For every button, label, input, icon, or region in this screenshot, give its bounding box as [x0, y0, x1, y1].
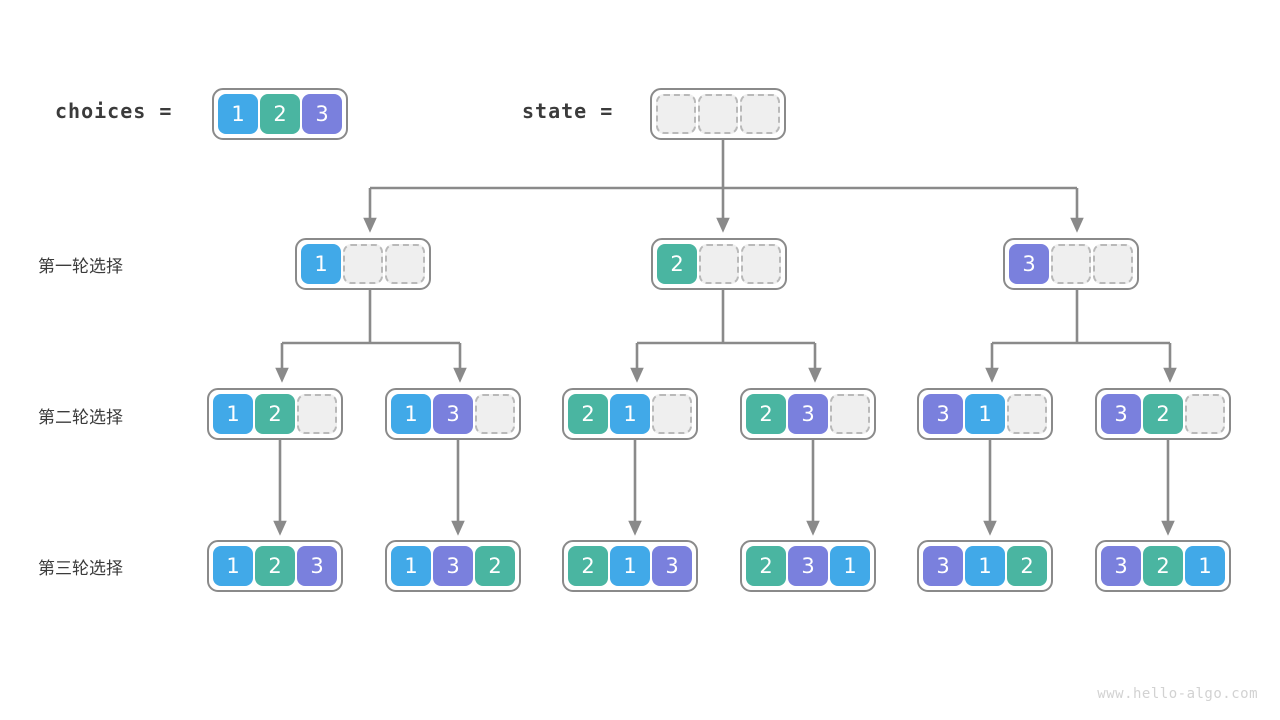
- node-round1-1: 2: [651, 238, 787, 290]
- state-array: [650, 88, 786, 140]
- node-round2-1-cell-0: 1: [391, 394, 431, 434]
- node-round2-4-cell-2: [1007, 394, 1047, 434]
- node-round3-2: 2 1 3: [562, 540, 698, 592]
- state-cell-0: [656, 94, 696, 134]
- node-round1-2: 3: [1003, 238, 1139, 290]
- watermark: www.hello-algo.com: [1097, 686, 1258, 702]
- node-round3-0-cell-0: 1: [213, 546, 253, 586]
- node-round3-5-cell-0: 3: [1101, 546, 1141, 586]
- node-round1-1-cell-2: [741, 244, 781, 284]
- row-label-round-2: 第二轮选择: [38, 408, 123, 428]
- row-label-round-1: 第一轮选择: [38, 257, 123, 277]
- node-round3-3-cell-1: 3: [788, 546, 828, 586]
- state-cell-2: [740, 94, 780, 134]
- node-round2-2-cell-1: 1: [610, 394, 650, 434]
- node-round3-5: 3 2 1: [1095, 540, 1231, 592]
- node-round1-0: 1: [295, 238, 431, 290]
- node-round2-4-cell-1: 1: [965, 394, 1005, 434]
- node-round2-2: 2 1: [562, 388, 698, 440]
- node-round3-5-cell-2: 1: [1185, 546, 1225, 586]
- node-round2-4-cell-0: 3: [923, 394, 963, 434]
- node-round3-2-cell-2: 3: [652, 546, 692, 586]
- state-label: state =: [522, 99, 614, 123]
- node-round2-1: 1 3: [385, 388, 521, 440]
- node-round2-5-cell-1: 2: [1143, 394, 1183, 434]
- node-round3-1-cell-2: 2: [475, 546, 515, 586]
- node-round3-5-cell-1: 2: [1143, 546, 1183, 586]
- node-round1-1-cell-0: 2: [657, 244, 697, 284]
- node-round2-0-cell-2: [297, 394, 337, 434]
- node-round3-4-cell-1: 1: [965, 546, 1005, 586]
- node-round1-2-cell-0: 3: [1009, 244, 1049, 284]
- node-round2-2-cell-2: [652, 394, 692, 434]
- node-round1-0-cell-0: 1: [301, 244, 341, 284]
- node-round3-2-cell-0: 2: [568, 546, 608, 586]
- node-round2-0: 1 2: [207, 388, 343, 440]
- node-round1-0-cell-2: [385, 244, 425, 284]
- node-round2-1-cell-2: [475, 394, 515, 434]
- node-round3-4: 3 1 2: [917, 540, 1053, 592]
- node-round1-2-cell-1: [1051, 244, 1091, 284]
- node-round2-0-cell-1: 2: [255, 394, 295, 434]
- node-round2-1-cell-1: 3: [433, 394, 473, 434]
- choices-label: choices =: [55, 99, 173, 123]
- node-round2-5-cell-0: 3: [1101, 394, 1141, 434]
- node-round3-0-cell-1: 2: [255, 546, 295, 586]
- state-cell-1: [698, 94, 738, 134]
- node-round2-4: 3 1: [917, 388, 1053, 440]
- node-round1-0-cell-1: [343, 244, 383, 284]
- node-round3-1-cell-1: 3: [433, 546, 473, 586]
- node-round1-2-cell-2: [1093, 244, 1133, 284]
- node-round2-5: 3 2: [1095, 388, 1231, 440]
- node-round2-2-cell-0: 2: [568, 394, 608, 434]
- node-round1-1-cell-1: [699, 244, 739, 284]
- node-round3-0: 1 2 3: [207, 540, 343, 592]
- choices-cell-1: 2: [260, 94, 300, 134]
- node-round2-3-cell-1: 3: [788, 394, 828, 434]
- node-round2-3-cell-0: 2: [746, 394, 786, 434]
- node-round3-2-cell-1: 1: [610, 546, 650, 586]
- choices-array: 1 2 3: [212, 88, 348, 140]
- choices-cell-0: 1: [218, 94, 258, 134]
- node-round3-3-cell-0: 2: [746, 546, 786, 586]
- node-round3-1: 1 3 2: [385, 540, 521, 592]
- node-round2-0-cell-0: 1: [213, 394, 253, 434]
- node-round3-1-cell-0: 1: [391, 546, 431, 586]
- node-round2-3: 2 3: [740, 388, 876, 440]
- node-round3-0-cell-2: 3: [297, 546, 337, 586]
- row-label-round-3: 第三轮选择: [38, 559, 123, 579]
- node-round3-4-cell-0: 3: [923, 546, 963, 586]
- node-round3-4-cell-2: 2: [1007, 546, 1047, 586]
- node-round3-3: 2 3 1: [740, 540, 876, 592]
- node-round2-3-cell-2: [830, 394, 870, 434]
- choices-cell-2: 3: [302, 94, 342, 134]
- node-round2-5-cell-2: [1185, 394, 1225, 434]
- node-round3-3-cell-2: 1: [830, 546, 870, 586]
